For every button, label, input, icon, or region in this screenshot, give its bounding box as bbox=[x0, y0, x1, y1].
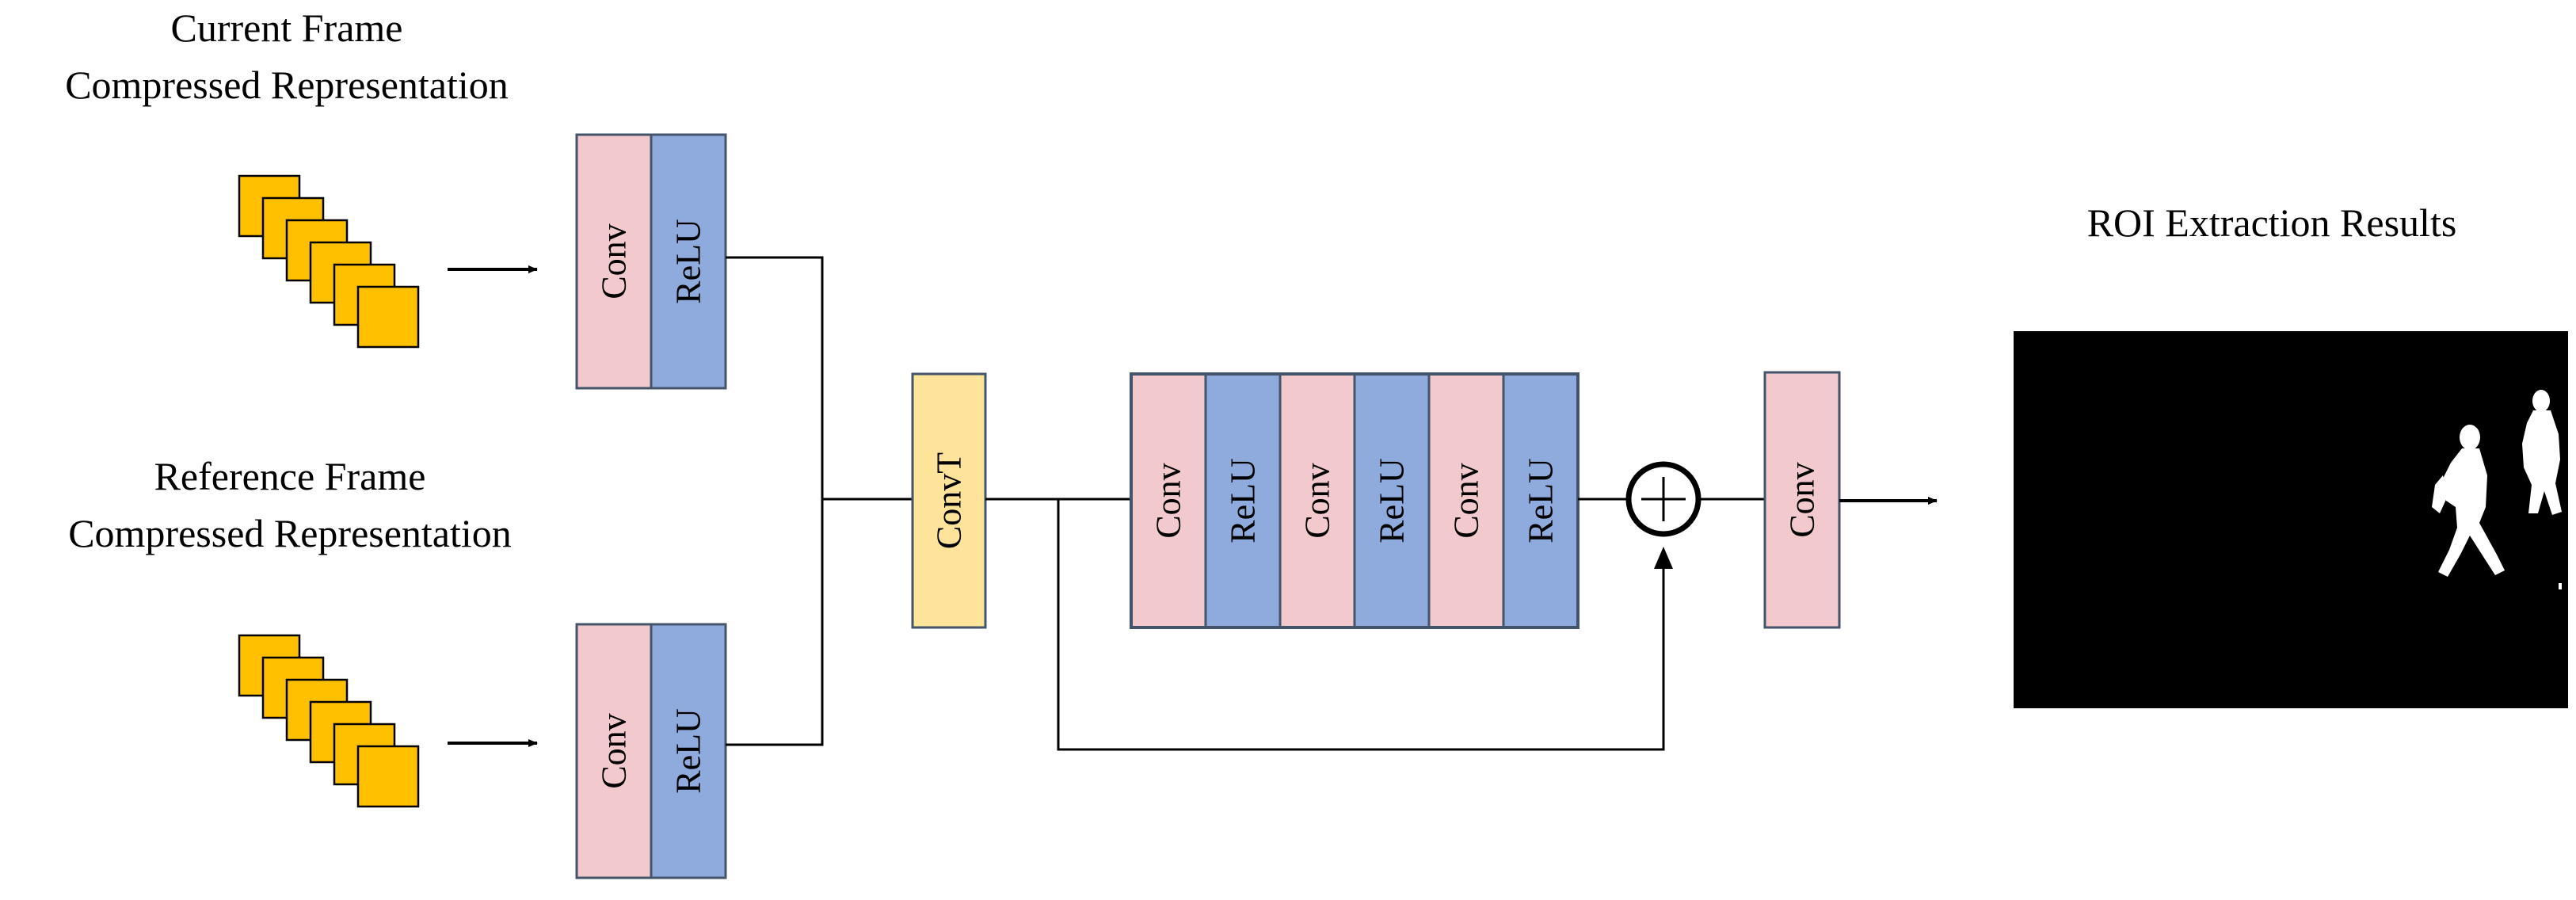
current-encoder-block: Conv ReLU bbox=[575, 133, 727, 390]
current-relu-label: ReLU bbox=[669, 219, 708, 304]
current-frames-icon bbox=[238, 174, 420, 349]
res-conv-2 bbox=[1278, 372, 1356, 629]
residual-block-outline bbox=[1130, 372, 1580, 629]
res-relu-3-label: ReLU bbox=[1522, 458, 1560, 543]
res-conv-3 bbox=[1427, 372, 1505, 629]
res-relu-1 bbox=[1204, 372, 1282, 629]
res-conv-1-label: Conv bbox=[1149, 463, 1188, 538]
merge-connector bbox=[726, 256, 913, 746]
person-silhouette-front bbox=[2432, 425, 2505, 577]
res-relu-2 bbox=[1353, 372, 1431, 629]
current-relu-block bbox=[650, 133, 727, 390]
residual-connector bbox=[985, 498, 1665, 751]
res-relu-3 bbox=[1502, 372, 1580, 629]
convt-label: ConvT bbox=[930, 452, 969, 549]
current-frame-label-line1: Current Frame bbox=[171, 6, 403, 50]
current-frame-label-line2: Compressed Representation bbox=[65, 63, 509, 107]
res-conv-2-label: Conv bbox=[1298, 463, 1337, 538]
final-conv-block bbox=[1763, 371, 1841, 629]
residual-arrowhead bbox=[1654, 547, 1673, 569]
residual-block: Conv ReLU Conv ReLU Conv ReLU bbox=[1130, 372, 1580, 629]
roi-result-image bbox=[2014, 331, 2568, 708]
res-conv-3-label: Conv bbox=[1447, 463, 1486, 538]
res-relu-2-label: ReLU bbox=[1373, 458, 1412, 543]
current-conv-label: Conv bbox=[595, 223, 634, 299]
res-conv-1 bbox=[1130, 372, 1207, 629]
circled-plus-icon bbox=[1625, 461, 1701, 537]
reference-encoder-block: Conv ReLU bbox=[575, 623, 727, 879]
reference-conv-label: Conv bbox=[595, 713, 634, 788]
reference-frame-label-line2: Compressed Representation bbox=[68, 511, 512, 555]
reference-relu-label: ReLU bbox=[669, 708, 708, 794]
results-title: ROI Extraction Results bbox=[2087, 200, 2457, 245]
convt-block bbox=[911, 372, 987, 629]
reference-frame-label-line1: Reference Frame bbox=[154, 454, 426, 498]
final-conv-label: Conv bbox=[1783, 462, 1822, 537]
current-conv-block bbox=[575, 133, 653, 390]
person-silhouette-back bbox=[2522, 390, 2562, 515]
res-relu-1-label: ReLU bbox=[1224, 458, 1263, 543]
reference-relu-block bbox=[650, 623, 727, 879]
reference-frames-icon bbox=[238, 634, 420, 808]
